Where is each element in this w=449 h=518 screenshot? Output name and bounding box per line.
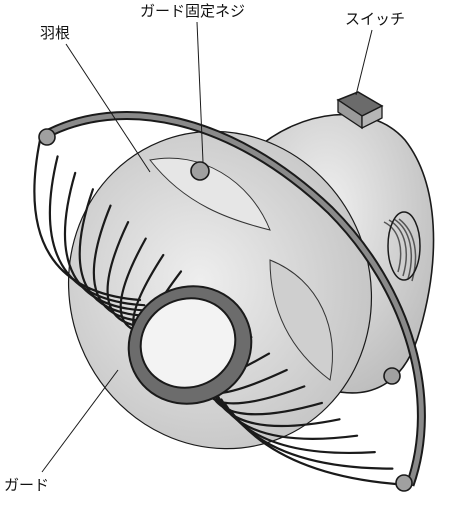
label-blade: 羽根 [40, 26, 70, 41]
leader-switch [356, 30, 372, 95]
leader-guard [42, 370, 118, 472]
label-guard-screw: ガード固定ネジ [140, 4, 245, 19]
label-guard: ガード [4, 478, 49, 493]
leader-blade [66, 44, 150, 172]
label-switch: スイッチ [345, 12, 405, 27]
